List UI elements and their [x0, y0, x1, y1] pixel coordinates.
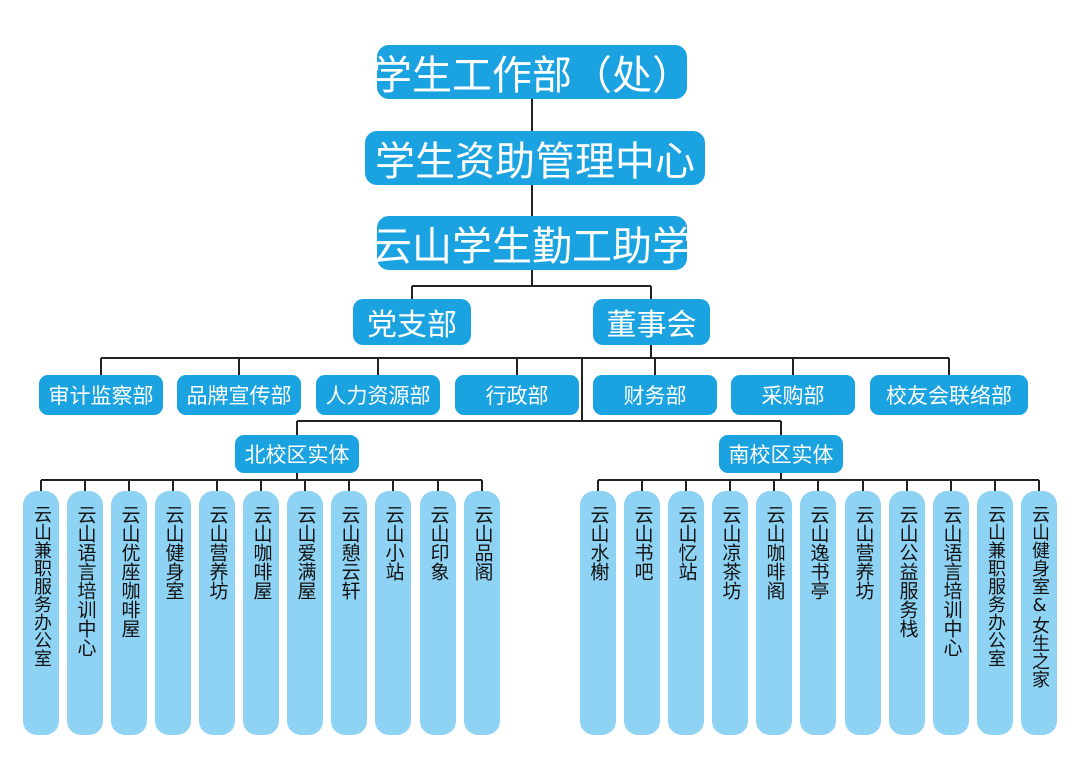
- entity-label: 云山印象: [427, 505, 450, 581]
- entity-label: 云山公益服务栈: [896, 505, 919, 638]
- entity-label: 云山营养坊: [206, 505, 229, 600]
- north-entity: 云山品阁: [464, 491, 500, 735]
- south-entity: 云山咖啡阁: [756, 491, 792, 735]
- entity-label: 云山水榭: [587, 505, 610, 581]
- entity-label: 云山咖啡屋: [250, 505, 273, 600]
- north-entity: 云山咖啡屋: [243, 491, 279, 735]
- org-node: 云山学生勤工助学: [372, 216, 692, 270]
- north-entity: 云山健身室: [155, 491, 191, 735]
- center-node: 学生资助管理中心: [365, 131, 705, 185]
- north-entity: 云山语言培训中心: [67, 491, 103, 735]
- south-campus-node: 南校区实体: [719, 435, 843, 473]
- party-branch-node: 党支部: [353, 299, 471, 345]
- south-entity: 云山逸书亭: [800, 491, 836, 735]
- entity-label: 云山营养坊: [852, 505, 875, 600]
- entity-label: 云山书吧: [631, 505, 654, 581]
- north-entity: 云山兼职服务办公室: [23, 491, 59, 735]
- department-node: 人力资源部: [316, 375, 440, 415]
- north-entity: 云山营养坊: [199, 491, 235, 735]
- south-entity: 云山语言培训中心: [933, 491, 969, 735]
- entity-label: 云山兼职服务办公室: [985, 505, 1006, 667]
- south-entity: 云山书吧: [624, 491, 660, 735]
- entity-label: 云山咖啡阁: [763, 505, 786, 600]
- south-entity: 云山公益服务栈: [889, 491, 925, 735]
- entity-label: 云山凉茶坊: [719, 505, 742, 600]
- department-node: 财务部: [593, 375, 717, 415]
- south-entity: 云山忆站: [668, 491, 704, 735]
- entity-label: 云山品阁: [471, 505, 494, 581]
- entity-label: 云山爱满屋: [294, 505, 317, 600]
- entity-label: 云山兼职服务办公室: [31, 505, 52, 667]
- south-entity: 云山健身室&女生之家: [1021, 491, 1057, 735]
- south-entity: 云山水榭: [580, 491, 616, 735]
- entity-label: 云山憩云轩: [338, 505, 361, 600]
- top-node: 学生工作部（处）: [372, 45, 692, 99]
- entity-label: 云山逸书亭: [807, 505, 830, 600]
- entity-label: 云山健身室: [162, 505, 185, 600]
- north-campus-node: 北校区实体: [235, 435, 359, 473]
- south-entity: 云山凉茶坊: [712, 491, 748, 735]
- north-entity: 云山印象: [420, 491, 456, 735]
- department-node: 采购部: [731, 375, 855, 415]
- north-entity: 云山爱满屋: [287, 491, 323, 735]
- entity-label: 云山优座咖啡屋: [118, 505, 141, 638]
- entity-label: 云山小站: [382, 505, 405, 581]
- department-node: 品牌宣传部: [177, 375, 301, 415]
- board-node: 董事会: [593, 299, 710, 345]
- department-node: 校友会联络部: [870, 375, 1028, 415]
- north-entity: 云山小站: [375, 491, 411, 735]
- north-entity: 云山憩云轩: [331, 491, 367, 735]
- entity-label: 云山健身室&女生之家: [1029, 505, 1050, 688]
- south-entity: 云山营养坊: [845, 491, 881, 735]
- department-node: 审计监察部: [39, 375, 163, 415]
- entity-label: 云山语言培训中心: [74, 505, 97, 657]
- department-node: 行政部: [455, 375, 579, 415]
- north-entity: 云山优座咖啡屋: [111, 491, 147, 735]
- entity-label: 云山语言培训中心: [940, 505, 963, 657]
- south-entity: 云山兼职服务办公室: [977, 491, 1013, 735]
- entity-label: 云山忆站: [675, 505, 698, 581]
